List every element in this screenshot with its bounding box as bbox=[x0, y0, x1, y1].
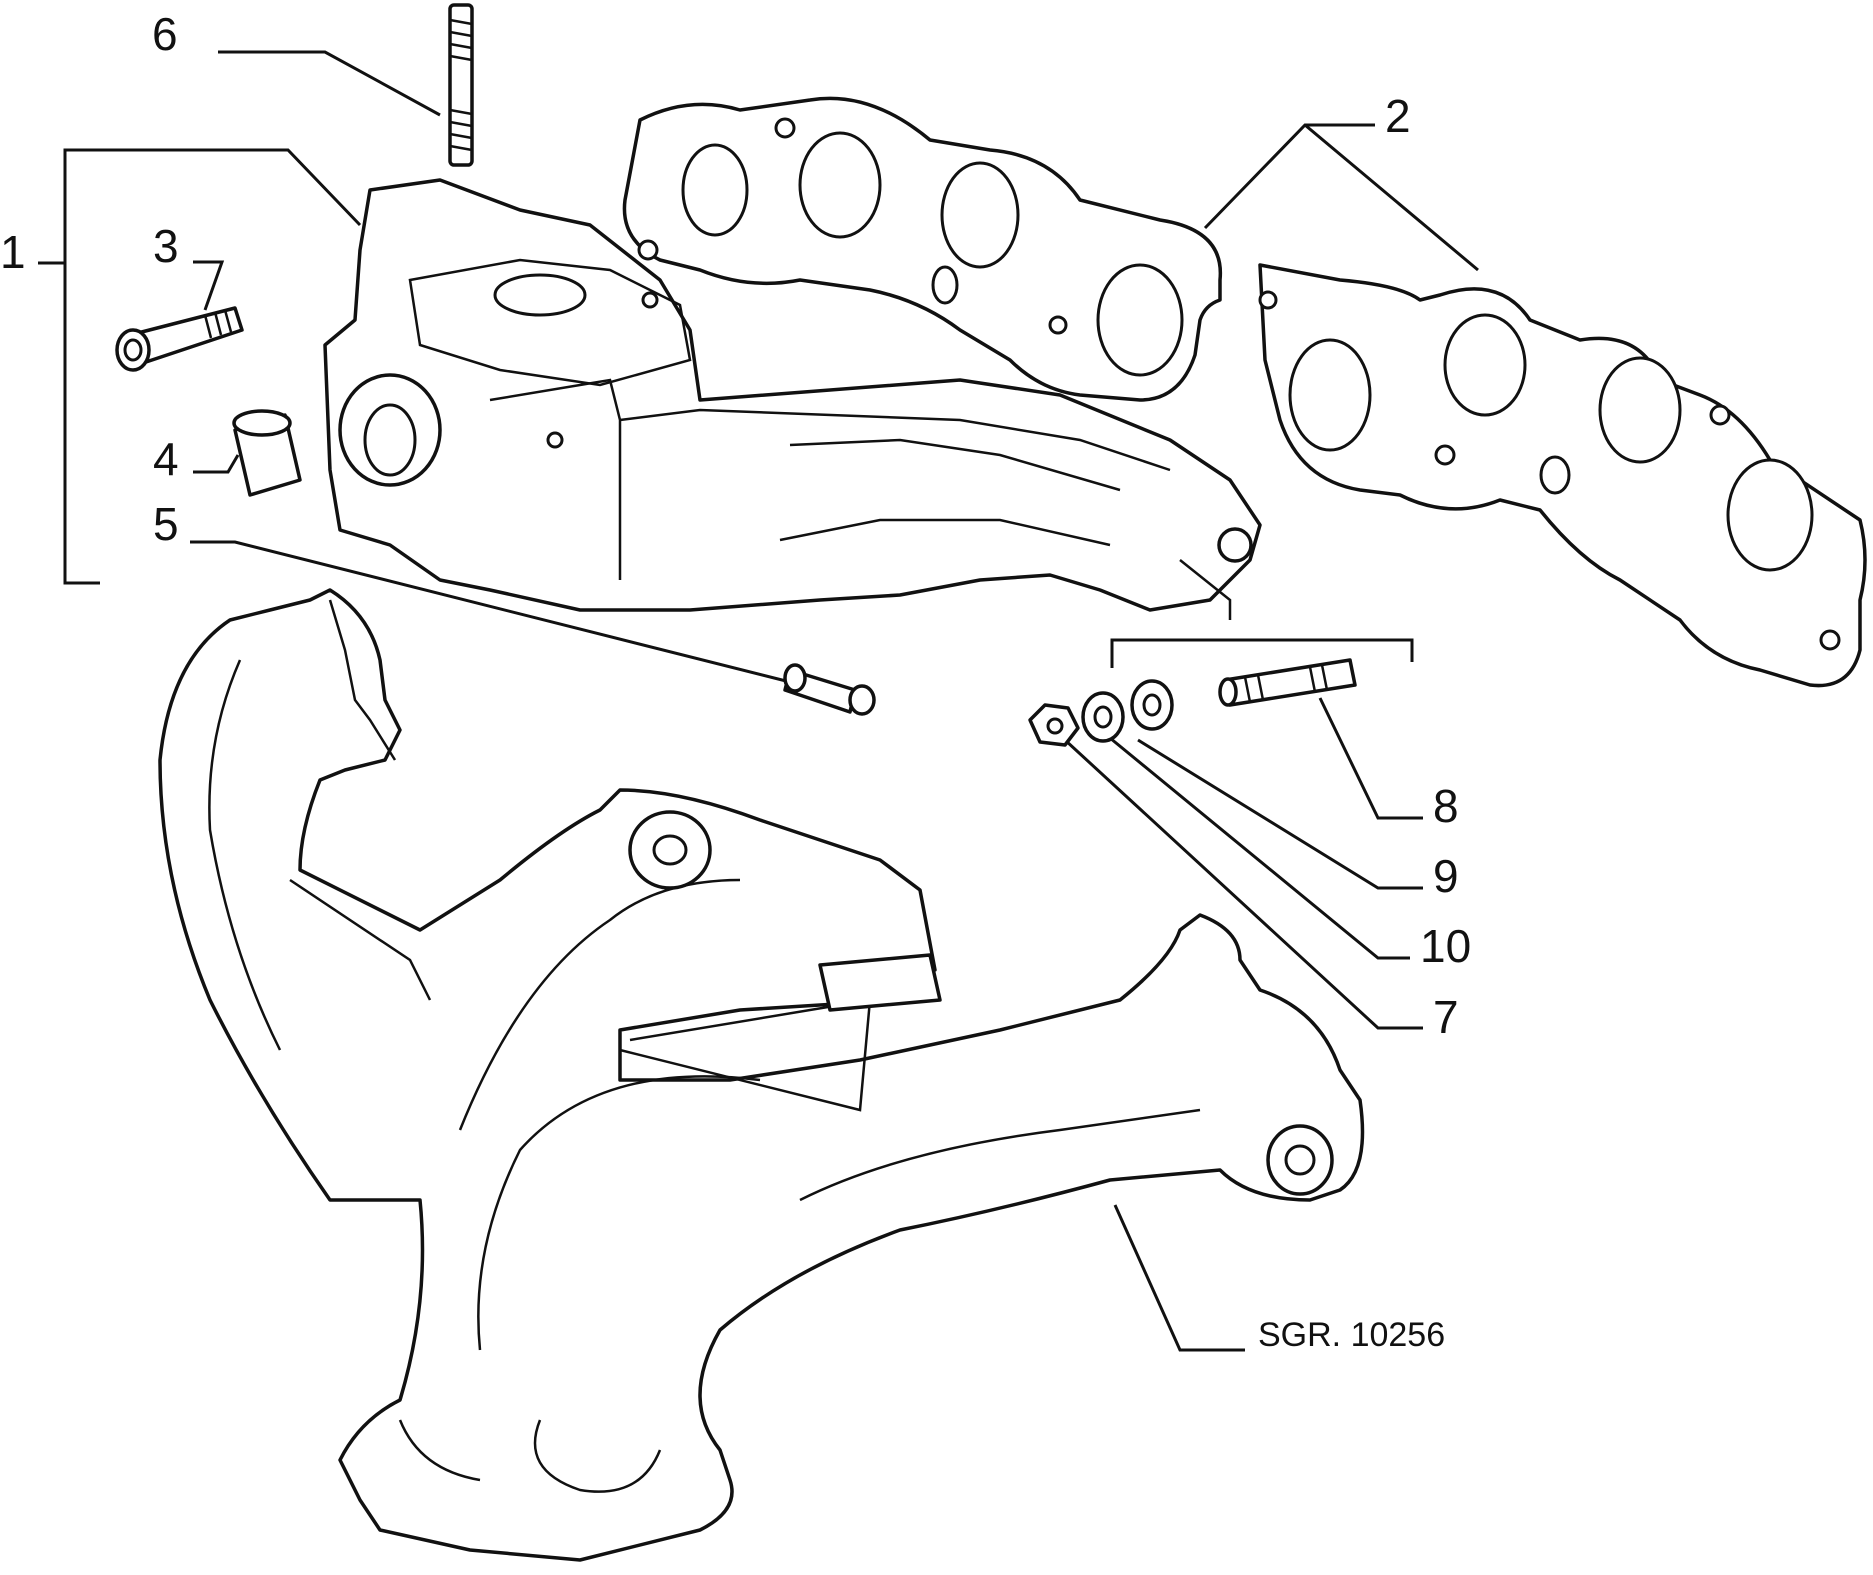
callout-4: 4 bbox=[153, 433, 179, 485]
stud-part-8 bbox=[1218, 658, 1357, 707]
gasket-lower-part-2 bbox=[1258, 263, 1867, 688]
leader-lines bbox=[38, 50, 1479, 1352]
bolt-part-3 bbox=[115, 306, 244, 372]
callout-7: 7 bbox=[1433, 991, 1459, 1043]
callout-8: 8 bbox=[1433, 780, 1459, 832]
callout-3: 3 bbox=[153, 220, 179, 272]
bushing-part-4 bbox=[232, 409, 302, 497]
callout-10: 10 bbox=[1420, 920, 1471, 972]
screw-part-5 bbox=[783, 663, 876, 716]
lock-washer-part-9 bbox=[1130, 679, 1174, 731]
callout-6: 6 bbox=[152, 8, 178, 60]
nut-part-7 bbox=[1028, 703, 1080, 747]
callout-9: 9 bbox=[1433, 850, 1459, 902]
gasket-upper-part-2 bbox=[622, 96, 1223, 402]
exhaust-manifold bbox=[158, 588, 1365, 1562]
stud-part-6 bbox=[448, 3, 474, 167]
callout-5: 5 bbox=[153, 498, 179, 550]
washer-part-10 bbox=[1081, 691, 1125, 743]
drawing-reference-code: SGR. 10256 bbox=[1258, 1316, 1445, 1354]
intake-manifold-part-1 bbox=[323, 178, 1262, 620]
callout-1: 1 bbox=[0, 226, 26, 278]
callout-2: 2 bbox=[1385, 90, 1411, 142]
